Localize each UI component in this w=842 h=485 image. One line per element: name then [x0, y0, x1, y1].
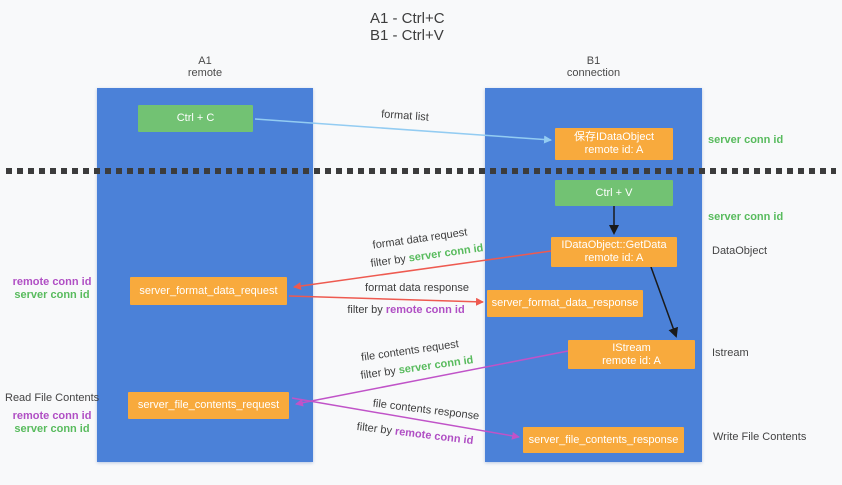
- title-line-2: B1 - Ctrl+V: [370, 27, 444, 44]
- node-istream-line1: IStream: [612, 341, 651, 354]
- node-server-file-contents-request-label: server_file_contents_request: [137, 399, 280, 411]
- node-server-format-data-response: server_format_data_response: [487, 290, 643, 317]
- getdata-to-istream-arrow: [650, 266, 678, 338]
- phase-separator-line: [6, 168, 836, 174]
- column-b-header: B1 connection: [485, 55, 702, 79]
- dataobject-label: DataObject: [712, 245, 768, 257]
- node-server-format-data-response-label: server_format_data_response: [491, 297, 639, 309]
- server-conn-id-mid-label: server conn id: [708, 211, 784, 223]
- file-conn-id-labels: remote conn id server conn id: [0, 410, 104, 436]
- column-b-name: B1: [586, 55, 601, 67]
- column-a-subtitle: remote: [187, 67, 223, 79]
- format-list-arrow: [254, 118, 552, 144]
- node-server-file-contents-response-label: server_file_contents_response: [528, 433, 679, 446]
- node-ctrl-c: Ctrl + C: [138, 105, 253, 132]
- node-idataobject-getdata-line2: remote id: A: [584, 252, 644, 264]
- format-data-response-arrow: [288, 295, 484, 306]
- node-save-dataobject-line2: remote id: A: [584, 144, 644, 156]
- column-a-header: A1 remote: [97, 55, 313, 79]
- write-file-contents-label: Write File Contents: [713, 431, 807, 443]
- file-contents-request-arrow: [295, 350, 569, 407]
- node-ctrl-c-label: Ctrl + C: [176, 112, 215, 124]
- column-a-name: A1: [198, 55, 212, 67]
- format-data-response-filter-label: filter by remote conn id: [336, 304, 476, 316]
- node-server-file-contents-request: server_file_contents_request: [128, 392, 289, 419]
- node-ctrl-v-label: Ctrl + V: [595, 186, 633, 199]
- remote-conn-id-label: remote conn id: [12, 276, 92, 288]
- column-b-subtitle: connection: [566, 67, 621, 79]
- node-idataobject-getdata: IDataObject::GetData remote id: A: [551, 237, 677, 267]
- remote-conn-id-label: remote conn id: [12, 410, 92, 422]
- node-save-dataobject: 保存IDataObject remote id: A: [555, 128, 673, 160]
- server-conn-id-top-label: server conn id: [708, 134, 784, 146]
- format-conn-id-labels: remote conn id server conn id: [0, 276, 104, 302]
- node-server-format-data-request: server_format_data_request: [130, 277, 287, 305]
- node-save-dataobject-line1: 保存IDataObject: [573, 131, 655, 143]
- node-ctrl-v: Ctrl + V: [555, 180, 673, 206]
- node-istream-line2: remote id: A: [602, 354, 661, 367]
- istream-label: Istream: [712, 347, 749, 359]
- format-data-request-arrow: [293, 250, 552, 290]
- node-istream: IStream remote id: A: [568, 340, 695, 369]
- file-contents-response-arrow: [291, 397, 520, 440]
- node-server-file-contents-response: server_file_contents_response: [523, 427, 684, 453]
- node-idataobject-getdata-line1: IDataObject::GetData: [561, 239, 667, 251]
- server-conn-id-label: server conn id: [14, 289, 90, 301]
- remote-conn-id-text: remote conn id: [385, 304, 465, 316]
- title-line-1: A1 - Ctrl+C: [370, 10, 445, 27]
- format-data-response-label: format data response: [365, 282, 469, 294]
- diagram-title: A1 - Ctrl+C B1 - Ctrl+V: [370, 10, 445, 44]
- filter-by-text: filter by: [347, 304, 386, 316]
- read-file-contents-label: Read File Contents: [5, 392, 100, 404]
- server-conn-id-label: server conn id: [14, 423, 90, 435]
- node-server-format-data-request-label: server_format_data_request: [139, 284, 278, 297]
